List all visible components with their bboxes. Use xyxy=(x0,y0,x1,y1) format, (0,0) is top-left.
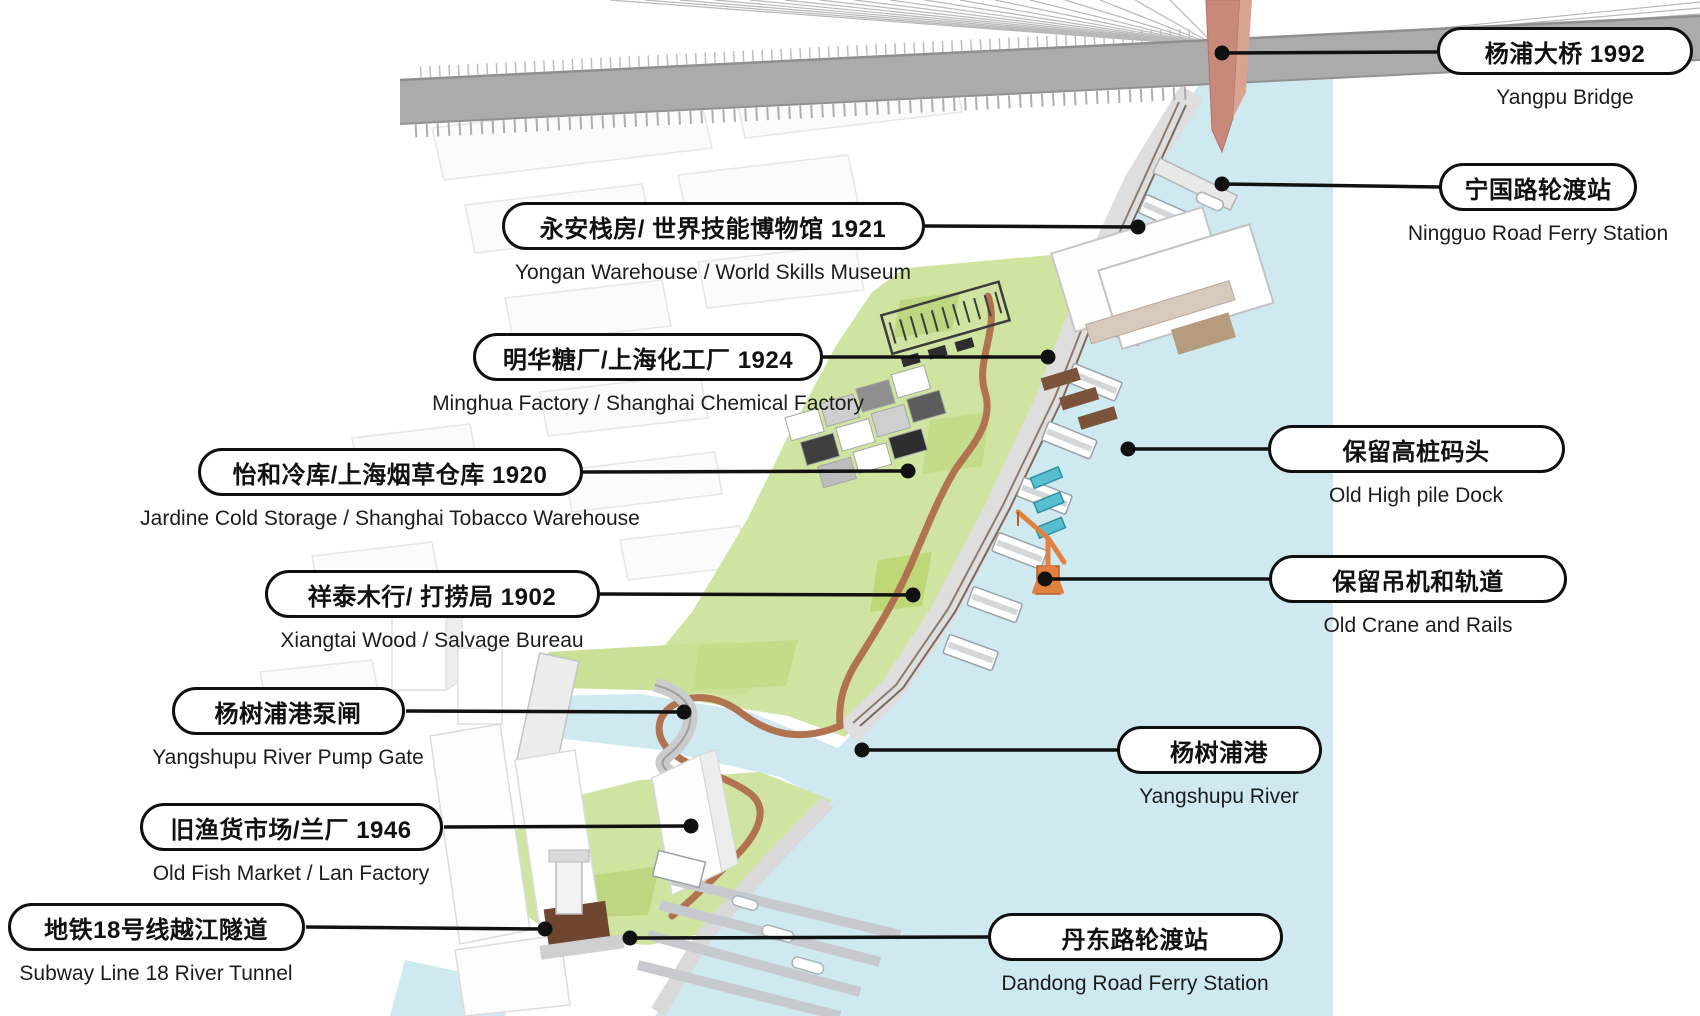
callout-subtitle: Jardine Cold Storage / Shanghai Tobacco … xyxy=(140,507,640,530)
callout-subtitle: Yangshupu River xyxy=(1139,785,1299,808)
bridge-deck xyxy=(400,16,1700,124)
dandong-ferry-piers xyxy=(636,849,902,1016)
callout-subtitle: Minghua Factory / Shanghai Chemical Fact… xyxy=(432,392,864,415)
callout-yangpu-bridge: 杨浦大桥 1992 Yangpu Bridge xyxy=(1405,27,1700,110)
callout-xiangtai-wood: 祥泰木行/ 打捞局 1902 Xiangtai Wood / Salvage B… xyxy=(262,570,602,653)
park-path xyxy=(655,292,995,920)
callout-subtitle: Old High pile Dock xyxy=(1329,484,1503,507)
ningguo-ferry-pier xyxy=(1151,156,1239,212)
callout-high-pile-dock: 保留高桩码头 Old High pile Dock xyxy=(1256,425,1576,508)
callout-subtitle: Xiangtai Wood / Salvage Bureau xyxy=(280,629,584,652)
bridge-pylon xyxy=(1205,0,1241,154)
callout-subway-tunnel: 地铁18号线越江隧道 Subway Line 18 River Tunnel xyxy=(6,903,306,986)
callout-dandong-ferry: 丹东路轮渡站 Dandong Road Ferry Station xyxy=(985,913,1285,996)
callout-subtitle: Yongan Warehouse / World Skills Museum xyxy=(514,261,912,284)
callout-pill: 保留高桩码头 xyxy=(1267,425,1565,473)
callout-pill: 杨树浦港泵闸 xyxy=(171,687,405,735)
callout-crane-rails: 保留吊机和轨道 Old Crane and Rails xyxy=(1258,555,1578,638)
callout-pill: 保留吊机和轨道 xyxy=(1269,555,1567,603)
yongan-warehouse-building xyxy=(1050,206,1275,355)
pump-station xyxy=(539,849,625,960)
tobacco-warehouse-cluster xyxy=(784,364,947,489)
callout-pill: 地铁18号线越江隧道 xyxy=(7,903,305,951)
callout-pill: 永安栈房/ 世界技能博物馆 1921 xyxy=(501,202,925,250)
callout-subtitle: Old Crane and Rails xyxy=(1323,614,1513,637)
callout-pill: 宁国路轮渡站 xyxy=(1439,163,1637,211)
callout-minghua-factory: 明华糖厂/上海化工厂 1924 Minghua Factory / Shangh… xyxy=(418,333,878,416)
callout-pill: 旧渔货市场/兰厂 1946 xyxy=(139,803,443,851)
callout-subtitle: Yangshupu River Pump Gate xyxy=(152,746,424,769)
callout-yangshupu-river: 杨树浦港 Yangshupu River xyxy=(1069,726,1369,809)
callout-subtitle: Old Fish Market / Lan Factory xyxy=(152,862,430,885)
bridge-hatch-upper xyxy=(419,28,1196,78)
callout-fish-market: 旧渔货市场/兰厂 1946 Old Fish Market / Lan Fact… xyxy=(136,803,446,886)
callout-pill: 杨树浦港 xyxy=(1116,726,1322,774)
callout-pill: 祥泰木行/ 打捞局 1902 xyxy=(264,570,600,618)
callout-ningguo-ferry: 宁国路轮渡站 Ningguo Road Ferry Station xyxy=(1378,163,1698,246)
callout-pill: 丹东路轮渡站 xyxy=(987,913,1283,961)
callout-yongan-warehouse: 永安栈房/ 世界技能博物馆 1921 Yongan Warehouse / Wo… xyxy=(493,202,933,285)
callout-subtitle: Dandong Road Ferry Station xyxy=(1001,972,1269,995)
callout-subtitle: Subway Line 18 River Tunnel xyxy=(19,962,293,985)
callout-pill: 怡和冷库/上海烟草仓库 1920 xyxy=(197,448,583,496)
planter-rows xyxy=(1040,367,1118,430)
callout-pill: 明华糖厂/上海化工厂 1924 xyxy=(473,333,823,381)
callout-jardine-cold-storage: 怡和冷库/上海烟草仓库 1920 Jardine Cold Storage / … xyxy=(135,448,645,531)
callout-pump-gate: 杨树浦港泵闸 Yangshupu River Pump Gate xyxy=(148,687,428,770)
callout-subtitle: Ningguo Road Ferry Station xyxy=(1407,222,1669,245)
yangpu-bridge xyxy=(399,0,1700,154)
callout-pill: 杨浦大桥 1992 xyxy=(1437,27,1693,75)
bridge-pylon-highlight xyxy=(1233,0,1252,118)
leader-lines xyxy=(305,45,1441,946)
callout-subtitle: Yangpu Bridge xyxy=(1496,86,1634,109)
